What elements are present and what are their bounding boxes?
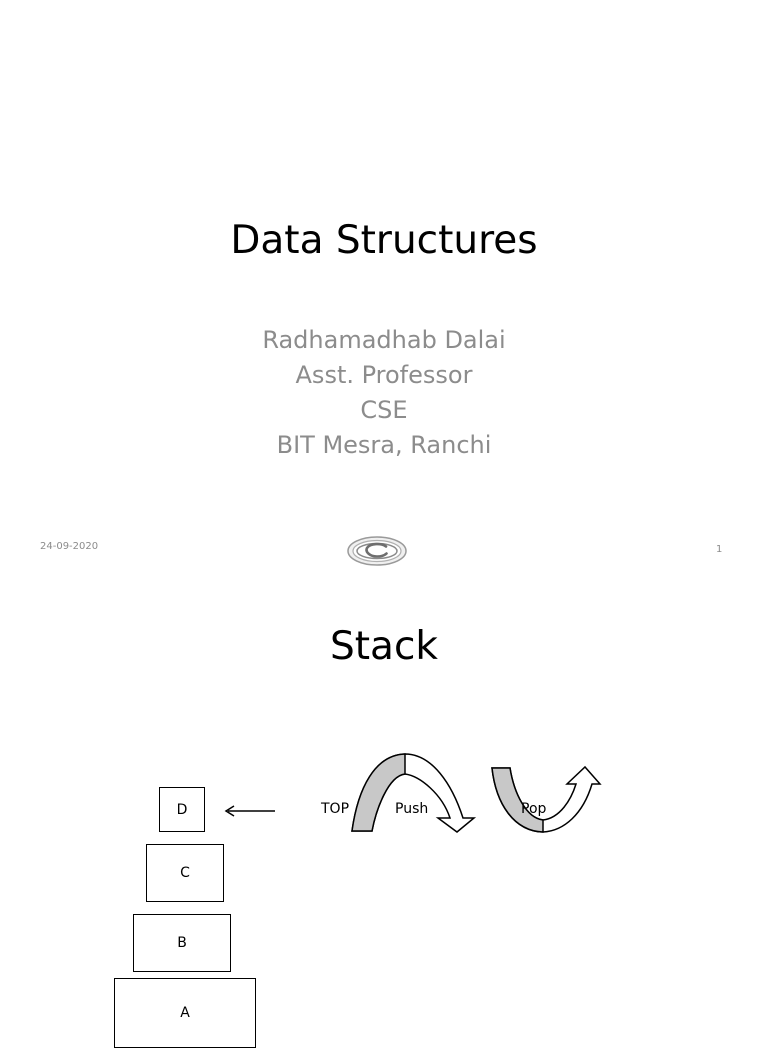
push-label: Push (395, 801, 429, 817)
copyright-logo-icon (347, 536, 407, 566)
author-name: Radhamadhab Dalai (262, 326, 506, 354)
stack-element-d: D (159, 787, 205, 832)
slide-subtitle: Radhamadhab Dalai Asst. Professor CSE BI… (0, 323, 768, 463)
stack-diagram (224, 753, 602, 833)
slide-2: Stack D C B A TOP Push Pop (0, 578, 768, 1048)
page-number: 1 (716, 544, 723, 555)
top-pointer-arrowhead (224, 805, 235, 817)
pop-label: Pop (521, 801, 547, 817)
slide-1: Data Structures Radhamadhab Dalai Asst. … (0, 218, 768, 566)
slide-title: Data Structures (230, 218, 538, 263)
author-position: Asst. Professor (295, 361, 473, 389)
slide-title: Stack (330, 624, 438, 669)
top-label: TOP (321, 801, 350, 817)
stack-element-a: A (114, 978, 256, 1048)
author-department: CSE (360, 396, 408, 424)
pop-arrow-shade (491, 767, 544, 833)
author-institution: BIT Mesra, Ranchi (276, 431, 492, 459)
stack-element-b: B (133, 914, 231, 972)
stack-element-c: C (146, 844, 224, 902)
footer-date: 24-09-2020 (40, 541, 99, 552)
push-arrow-shade (351, 753, 406, 832)
